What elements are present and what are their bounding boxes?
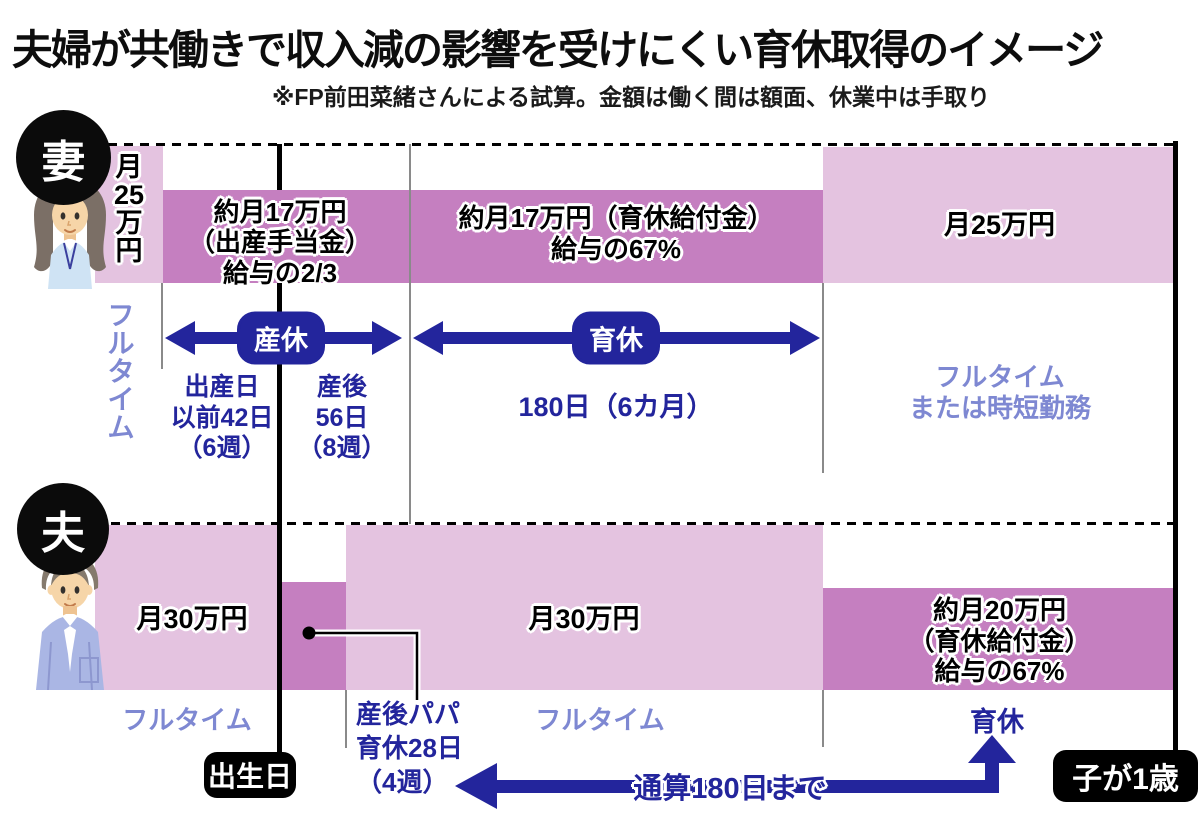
age-one-line (1173, 141, 1178, 750)
estimate-note: ※FP前田菜緒さんによる試算。金額は働く間は額面、休業中は手取り (272, 84, 991, 110)
wife-salary-reference-dashed-line (108, 143, 1176, 146)
papa-leave-label: 産後パパ 育休28日 （4週） (356, 699, 463, 797)
wife-maternity-allowance-label: 約月17万円 （出産手当金） 給与の2/3 (188, 197, 371, 288)
papa-leave-end-tick (345, 690, 347, 748)
birth-date-line (277, 283, 282, 753)
birth-date-badge: 出生日 (204, 752, 296, 798)
husband-badge: 夫 (17, 483, 109, 575)
husband-salary-first-label: 月30万円 (136, 604, 248, 634)
husband-status-second-label: フルタイム (535, 705, 665, 735)
husband-salary-second-label: 月30万円 (528, 604, 640, 634)
birth-date-line-upper (277, 144, 282, 190)
husband-status-first-label: フルタイム (122, 705, 252, 735)
wife-salary-after-label: 月25万円 (943, 210, 1056, 240)
wife-status-before-label: フルタイム (107, 301, 135, 444)
wife-badge: 妻 (16, 110, 111, 205)
period-before-birth-label: 出産日 以前42日 （6週） (170, 373, 274, 462)
wife-bar-parental-benefit (410, 190, 823, 283)
total-180-days-arrow (455, 735, 1016, 809)
leave-boundary-tick (409, 144, 411, 524)
husband-bar-parental-benefit (823, 588, 1176, 690)
total-180-days-label: 通算180日まで (633, 773, 827, 805)
period-after-birth-label: 産後 56日 （8週） (297, 373, 387, 462)
parental-leave-arrow-label: 育休 (572, 311, 660, 365)
maternity-leave-arrow-label: 産休 (237, 311, 325, 365)
husband-leave-start-tick (822, 690, 824, 747)
wife-status-after-label: フルタイム または時短勤務 (908, 362, 1091, 424)
husband-status-third-label: 育休 (970, 707, 1024, 737)
age-one-badge: 子が1歳 (1053, 750, 1198, 802)
period-parental-label: 180日（6カ月） (518, 392, 714, 422)
wife-return-tick (822, 283, 824, 473)
page-title: 夫婦が共働きで収入減の影響を受けにくい育休取得のイメージ (12, 27, 1104, 73)
maternity-start-tick (161, 283, 163, 369)
papa-leave-callout-line (302, 626, 421, 700)
husband-parental-benefit-label: 約月20万円 （育休給付金） 給与の67% (908, 595, 1091, 687)
wife-bar-salary-after (823, 147, 1176, 283)
wife-bar-maternity-allowance (163, 190, 410, 283)
husband-bar-salary-second (346, 525, 823, 690)
wife-parental-benefit-label: 約月17万円（育休給付金） 給与の67% (458, 203, 774, 265)
husband-bar-salary-first (95, 525, 279, 690)
husband-salary-reference-dashed-line (95, 522, 1176, 525)
